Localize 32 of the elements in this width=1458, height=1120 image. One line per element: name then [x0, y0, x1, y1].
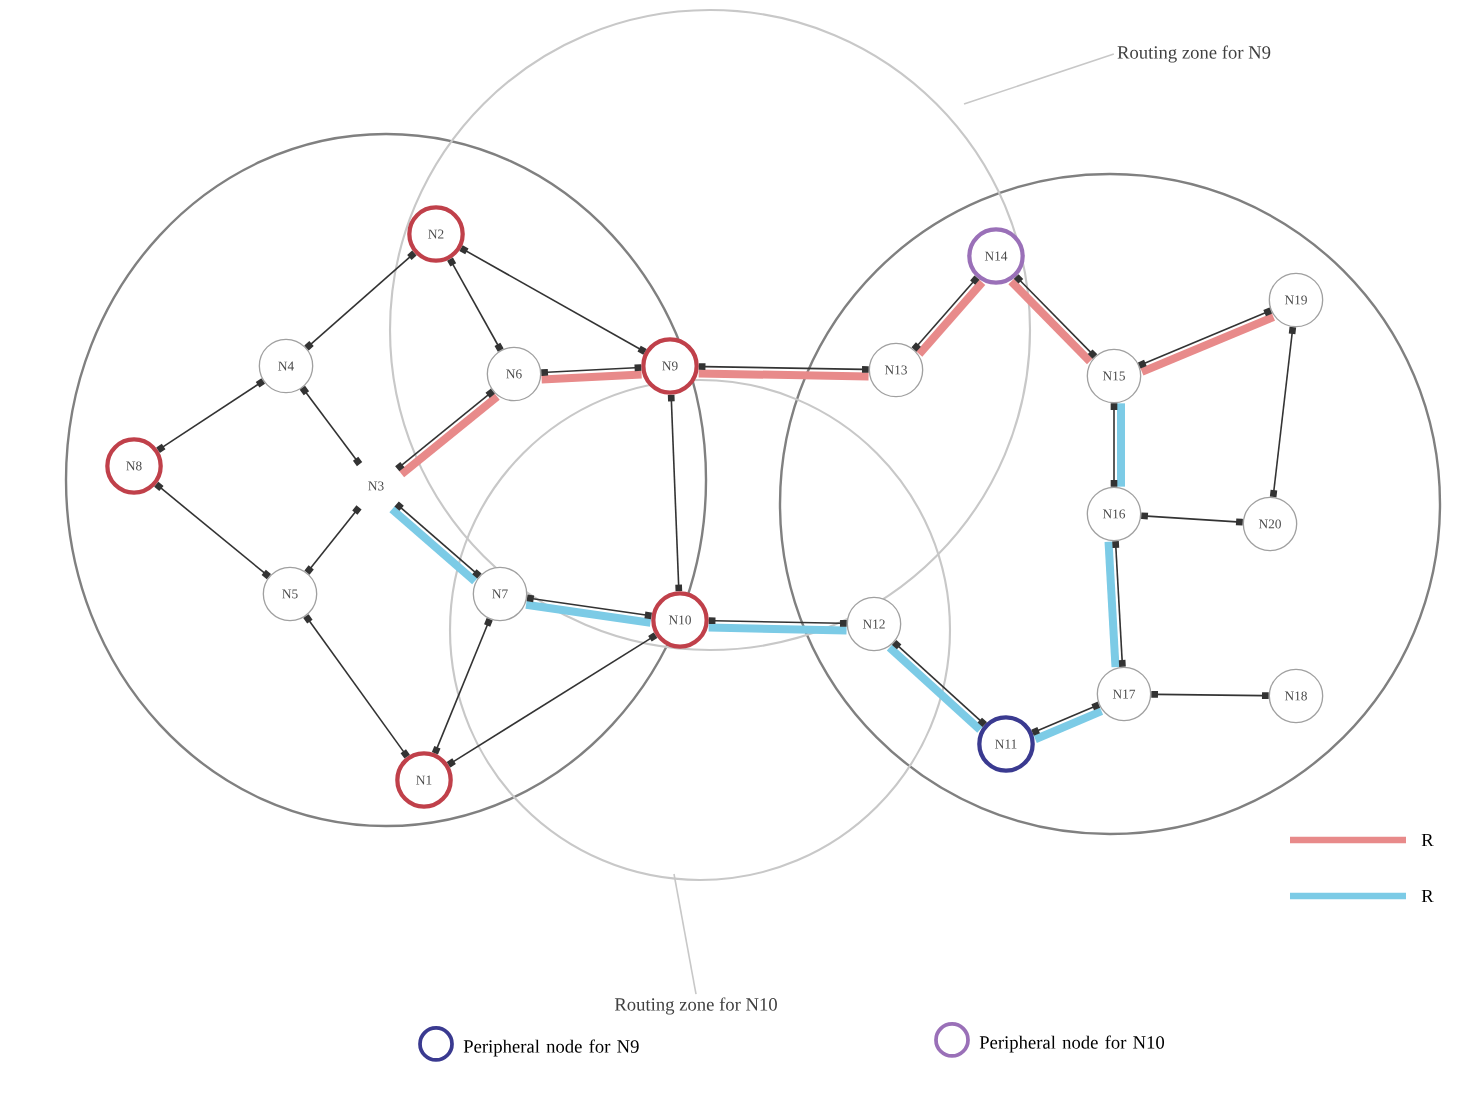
zone-label: Routing zone for N9	[1117, 45, 1271, 63]
link	[1141, 512, 1243, 526]
link	[459, 245, 647, 355]
link	[446, 632, 658, 768]
link	[1112, 541, 1126, 667]
legend-label: R	[1421, 833, 1434, 847]
link	[526, 594, 652, 620]
link	[1151, 691, 1269, 699]
route-highlight	[1033, 707, 1104, 743]
route-highlight	[1104, 541, 1120, 668]
zone-label: Routing zone for N10	[614, 997, 777, 1015]
link	[708, 617, 847, 627]
link	[303, 614, 410, 759]
leader-line	[963, 53, 1115, 105]
link	[304, 505, 362, 575]
link	[447, 257, 504, 352]
link	[156, 378, 265, 453]
route-highlight	[1117, 403, 1125, 487]
route-highlight	[525, 600, 652, 627]
legend-label: Peripheral node for N10	[979, 1035, 1165, 1053]
leader-line	[673, 873, 697, 995]
legend-label: R	[1421, 889, 1434, 903]
link	[304, 250, 417, 351]
link	[1269, 326, 1297, 498]
link	[541, 364, 642, 376]
legend-label: Peripheral node for N9	[463, 1039, 639, 1057]
route-highlight	[708, 623, 847, 635]
route-highlight	[698, 369, 869, 381]
route-highlight	[541, 370, 642, 384]
link	[698, 363, 869, 373]
link	[1110, 403, 1118, 487]
link	[667, 394, 683, 592]
